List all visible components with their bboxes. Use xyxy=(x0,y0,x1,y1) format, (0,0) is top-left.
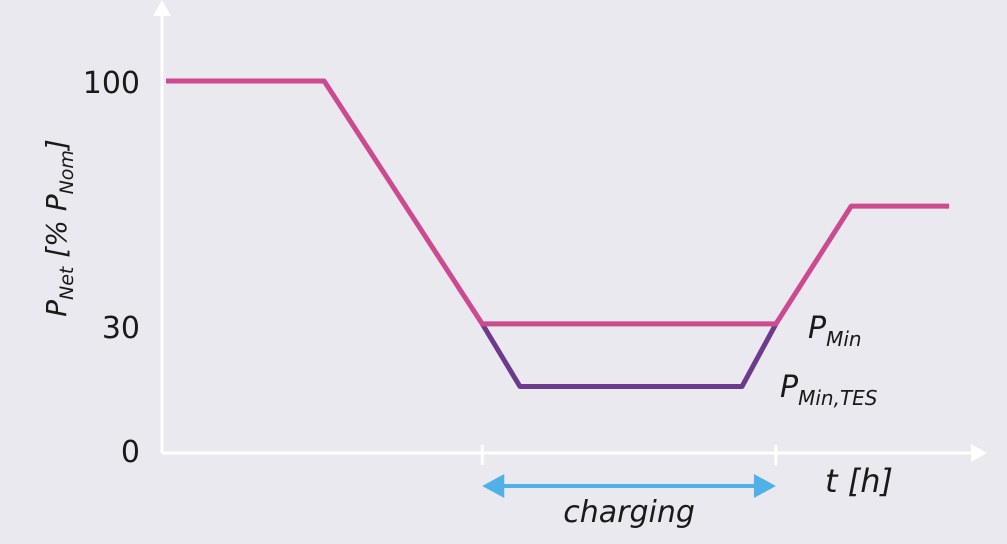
y-axis-arrowhead xyxy=(153,0,171,16)
y-axis-label-end: ] xyxy=(40,139,73,152)
series-line-pmin-tes xyxy=(480,322,779,389)
x-axis-arrowhead xyxy=(971,444,987,462)
y-axis-label-sub2: Nom xyxy=(56,150,78,194)
y-tick-100: 100 xyxy=(83,66,140,101)
charging-arrow-left-head xyxy=(482,474,505,498)
series-label-pmin-tes: PMin,TES xyxy=(780,370,878,410)
y-tick-0: 0 xyxy=(121,435,140,470)
y-axis-label-sub: Net xyxy=(56,265,78,300)
y-tick-30: 30 xyxy=(102,311,140,346)
charging-arrow-right-head xyxy=(753,474,776,498)
series-label-pmin-tes-main: P xyxy=(780,370,799,405)
series-label-pmin-tes-sub: Min,TES xyxy=(798,386,878,410)
y-axis-label-main: P xyxy=(40,300,73,317)
series-label-pmin-main: P xyxy=(808,311,827,346)
series-line-pmin xyxy=(166,78,950,327)
charging-label: charging xyxy=(563,495,695,530)
y-axis-label: PNet [% PNom] xyxy=(40,139,78,317)
x-axis-label: t [h] xyxy=(825,462,893,500)
series-label-pmin: PMin xyxy=(808,311,862,351)
y-axis-label-mid: [% P xyxy=(40,194,73,266)
series-label-pmin-sub: Min xyxy=(826,327,862,351)
